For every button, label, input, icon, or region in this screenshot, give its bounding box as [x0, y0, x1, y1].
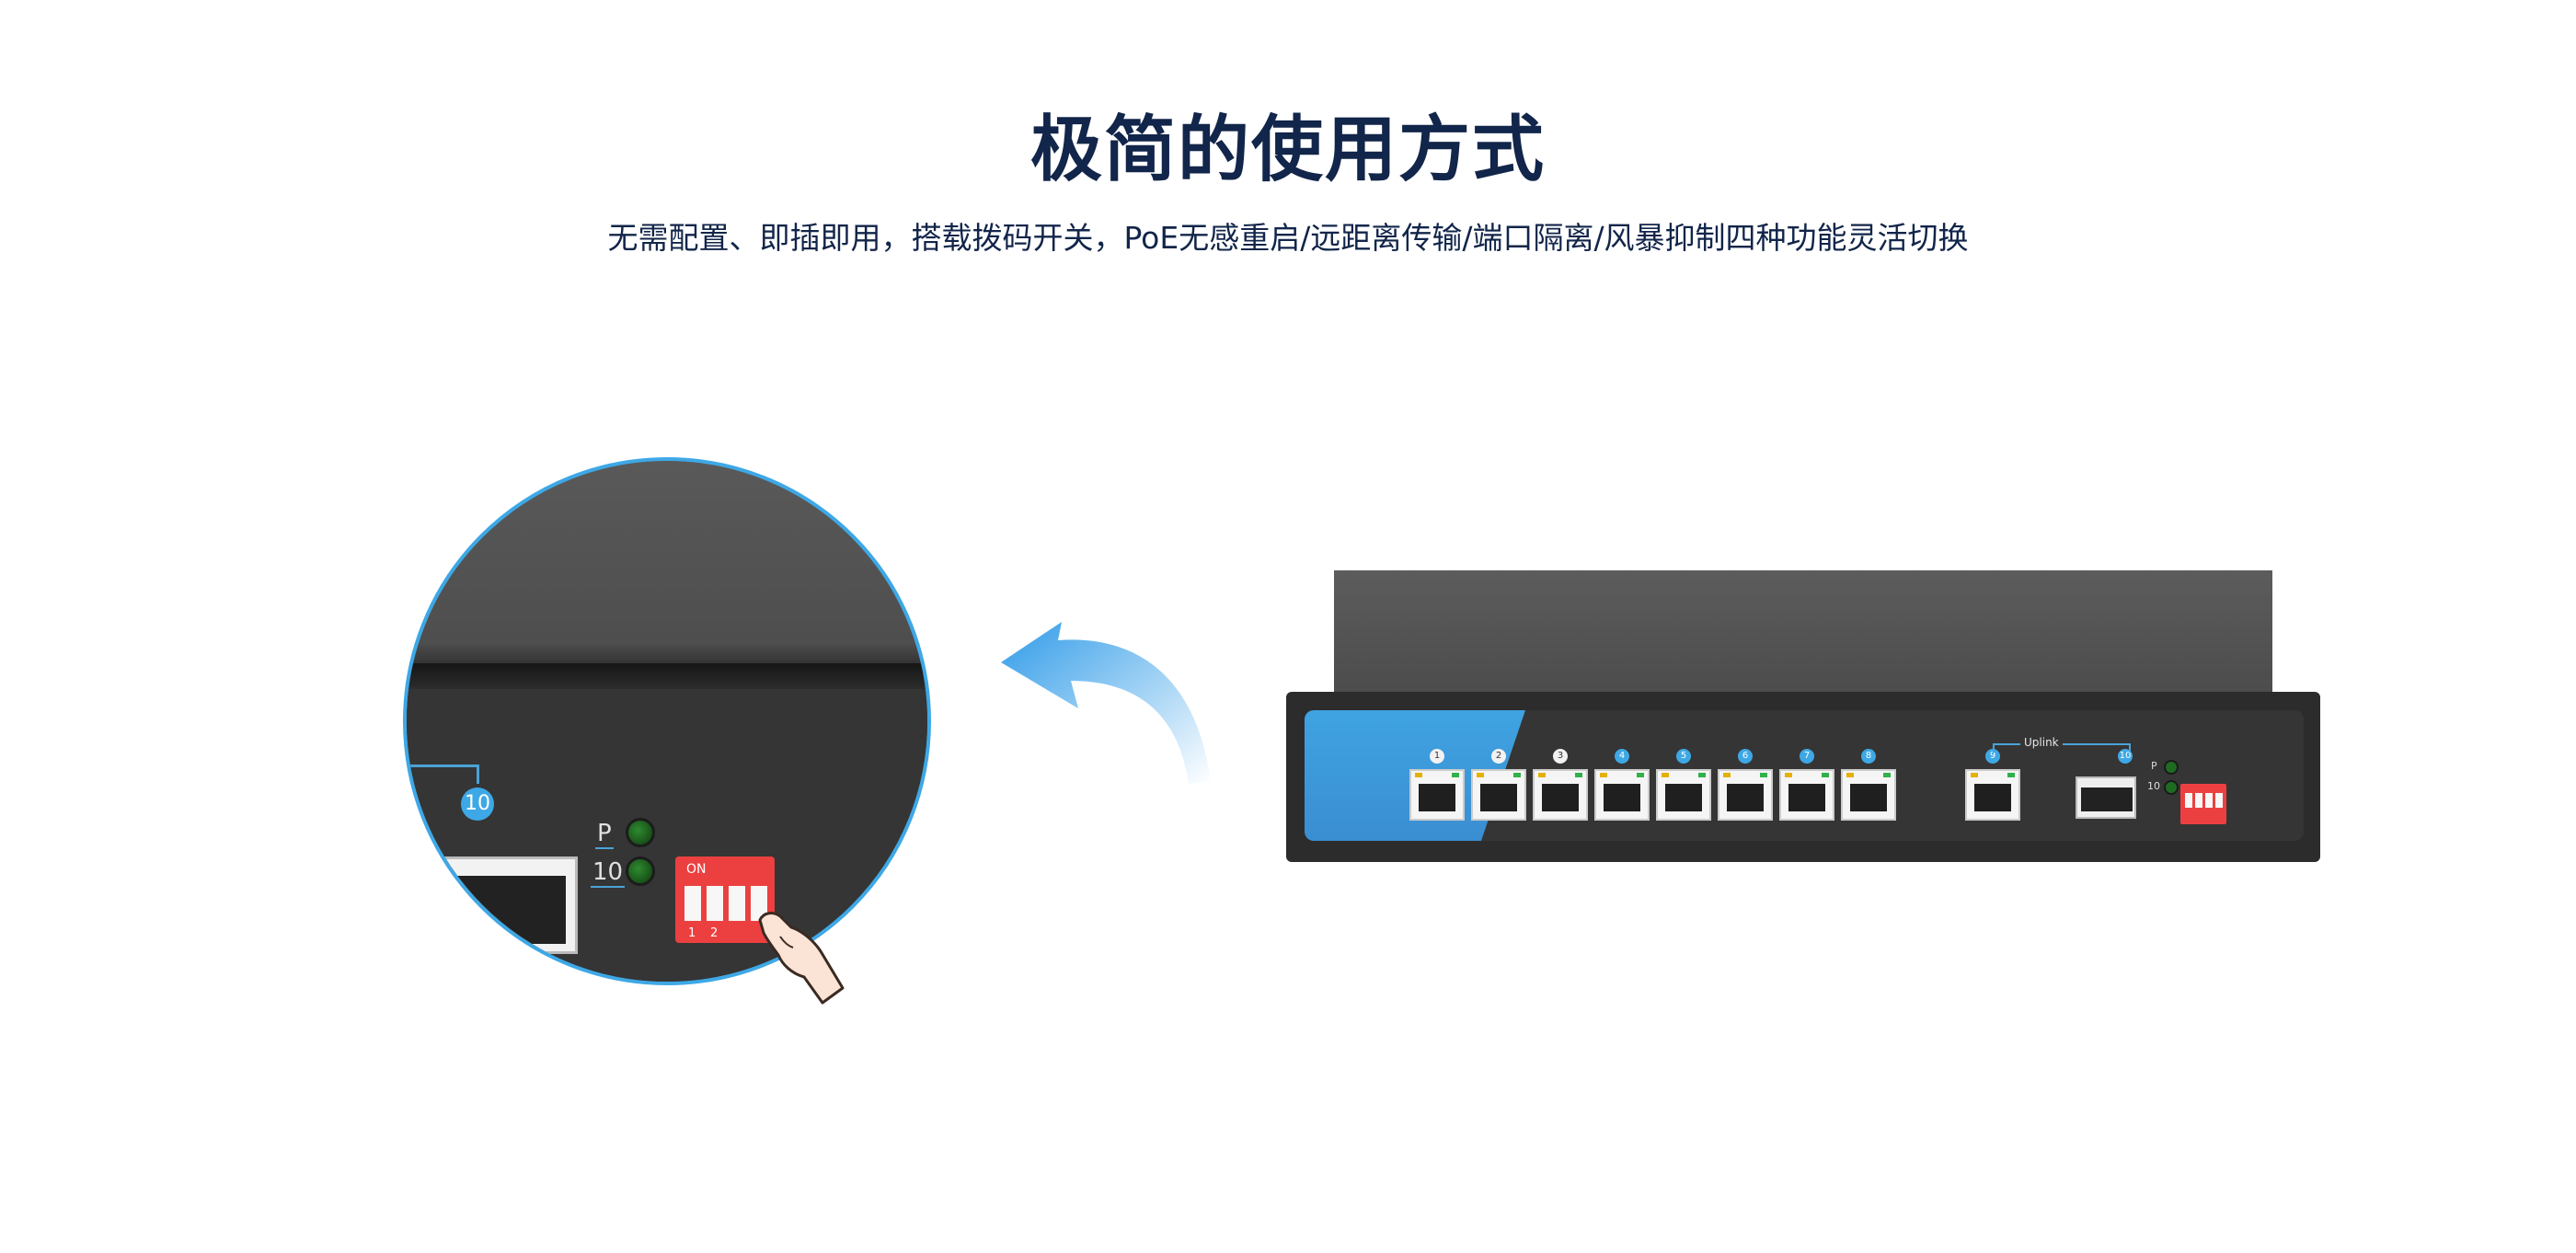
zoom-port-bracket	[407, 764, 479, 784]
page-subtitle: 无需配置、即插即用，搭载拨码开关，PoE无感重启/远距离传输/端口隔离/风暴抑制…	[607, 220, 1969, 256]
switch-top-cover	[1334, 570, 2272, 695]
rj45-port-8[interactable]	[1841, 769, 1896, 821]
switch-panel: 1 2 3 4 5 6 7 8 9 10 Uplink P 10	[1305, 710, 2304, 841]
dip-switch[interactable]	[2180, 784, 2226, 824]
zoom-led-10	[626, 856, 655, 886]
port-label-7: 7	[1800, 749, 1814, 764]
dip-toggle-3[interactable]	[729, 886, 745, 921]
port-label-4: 4	[1615, 749, 1629, 764]
led-label-10: 10	[2147, 780, 2160, 792]
rj45-port-2[interactable]	[1471, 769, 1526, 821]
page-title: 极简的使用方式	[1029, 109, 1546, 191]
dip-number-1: 1	[688, 926, 696, 940]
rj45-port-3[interactable]	[1533, 769, 1588, 821]
rj45-port-6[interactable]	[1718, 769, 1773, 821]
led-label-p: P	[2151, 760, 2157, 772]
port-label-9: 9	[1985, 749, 2000, 764]
sfp-port-10[interactable]	[2076, 776, 2136, 819]
network-switch: 1 2 3 4 5 6 7 8 9 10 Uplink P 10	[1279, 570, 2328, 865]
port-label-6: 6	[1738, 749, 1753, 764]
rj45-port-1[interactable]	[1409, 769, 1465, 821]
port-label-8: 8	[1861, 749, 1876, 764]
dip-toggle-4[interactable]	[751, 886, 767, 921]
zoom-led-label-10: 10	[591, 858, 626, 888]
dip-toggle-2[interactable]	[707, 886, 723, 921]
dip-on-label: ON	[686, 862, 707, 877]
zoom-port-number: 10	[461, 787, 494, 821]
dip-number-2: 2	[710, 926, 719, 940]
rj45-port-7[interactable]	[1779, 769, 1834, 821]
port-label-1: 1	[1430, 749, 1444, 764]
rj45-port-9[interactable]	[1965, 769, 2020, 821]
zoom-dip-switch[interactable]: ON 1 2	[675, 856, 775, 943]
curved-arrow-icon	[1001, 622, 1211, 784]
rj45-port-5[interactable]	[1656, 769, 1711, 821]
port-label-2: 2	[1491, 749, 1506, 764]
led-10	[2164, 780, 2179, 795]
led-p	[2164, 760, 2179, 775]
port-label-3: 3	[1553, 749, 1568, 764]
uplink-label: Uplink	[2020, 736, 2063, 749]
port-label-5: 5	[1676, 749, 1691, 764]
hand-pointer-icon	[758, 912, 845, 1005]
dip-toggle-1[interactable]	[684, 886, 701, 921]
switch-front: 1 2 3 4 5 6 7 8 9 10 Uplink P 10	[1286, 692, 2320, 862]
rj45-port-4[interactable]	[1594, 769, 1650, 821]
zoom-detail-circle: 10 P 10 ON 1 2	[403, 457, 931, 985]
zoom-led-label-p: P	[595, 820, 614, 849]
zoom-sfp-port	[443, 856, 578, 954]
zoom-led-p	[626, 818, 655, 847]
zoom-groove	[407, 663, 927, 689]
port-label-10: 10	[2118, 749, 2133, 764]
